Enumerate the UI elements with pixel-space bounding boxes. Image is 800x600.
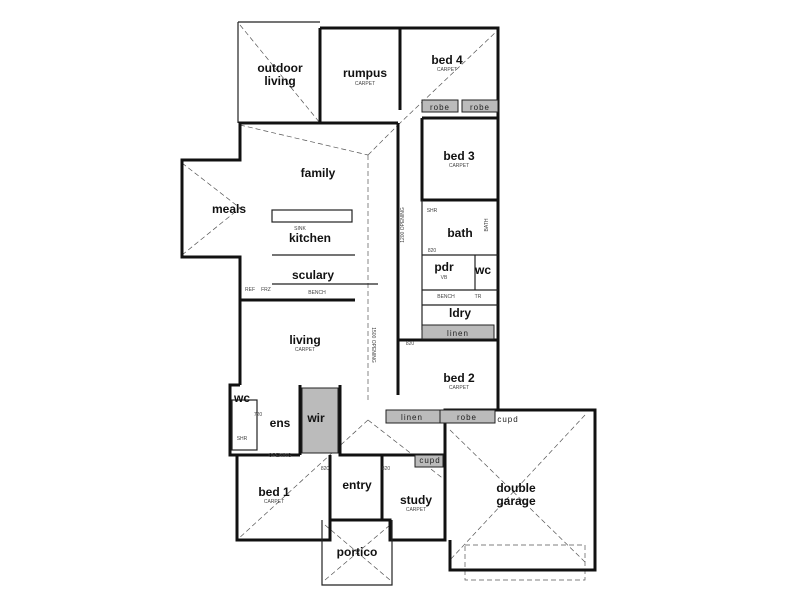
storage-label-robe: robe	[470, 103, 490, 112]
room-label-family: family	[301, 166, 336, 180]
door-tag: 820	[321, 466, 330, 472]
floor-note: CARPET	[449, 163, 469, 169]
floor-note: 1500 OPENING	[370, 327, 376, 363]
floor-note: BATH	[484, 218, 490, 231]
floor-note: VB	[441, 275, 448, 281]
door-tag: 820	[382, 466, 391, 472]
room-label-study: study	[400, 493, 432, 507]
storage-label-cupd: cupd	[419, 456, 440, 465]
floor-note: CARPET	[355, 81, 375, 87]
room-label-kitchen: kitchen	[289, 231, 331, 245]
floor-note: CARPET	[406, 507, 426, 513]
floor-note: BENCH	[308, 290, 326, 296]
room-label-bed3: bed 3	[443, 149, 475, 163]
room-label-pdr: pdr	[434, 260, 454, 274]
floor-note: FRZ	[261, 287, 271, 293]
storage-label-robe: robe	[457, 413, 477, 422]
room-label-rumpus: rumpus	[343, 66, 387, 80]
room-label-wc: wc	[474, 263, 491, 277]
room-label-living: living	[289, 333, 320, 347]
roof-lines	[181, 24, 586, 581]
storage-label-linen: linen	[401, 413, 423, 422]
floor-note: CARPET	[264, 499, 284, 505]
floor-note: CARPET	[295, 347, 315, 353]
door-tag: 720	[254, 412, 263, 418]
room-label-bed2: bed 2	[443, 371, 475, 385]
room-label-meals: meals	[212, 202, 246, 216]
floor-note: SHR	[427, 208, 438, 214]
room-label-wir: wir	[306, 411, 325, 425]
storage-label-cupd: cupd	[497, 415, 518, 424]
room-label-portico: portico	[337, 545, 378, 559]
room-label-bed4: bed 4	[431, 53, 463, 67]
storage-label-linen: linen	[447, 329, 469, 338]
floor-note: CARPET	[449, 385, 469, 391]
room-label-sculary: sculary	[292, 268, 334, 282]
floor-note: BENCH	[437, 294, 455, 300]
floor-note: REF	[245, 287, 255, 293]
floor-note: 1200 OPENING	[400, 207, 406, 243]
door-tag: 820	[406, 341, 415, 347]
room-label-bath: bath	[447, 226, 472, 240]
floor-note: CARPET	[437, 67, 457, 73]
storage-label-robe: robe	[430, 103, 450, 112]
room-label-entry: entry	[342, 478, 372, 492]
floor-note: TR	[475, 294, 482, 300]
floor-note: SHR	[237, 436, 248, 442]
room-label-ens: ens	[270, 416, 291, 430]
room-label-wc: wc	[233, 391, 250, 405]
room-label-ldry: ldry	[449, 306, 471, 320]
floor-note: OPENING	[268, 453, 291, 459]
floor-note: SINK	[294, 226, 306, 232]
door-tag: 820	[428, 248, 437, 254]
room-label-bed1: bed 1	[258, 485, 290, 499]
